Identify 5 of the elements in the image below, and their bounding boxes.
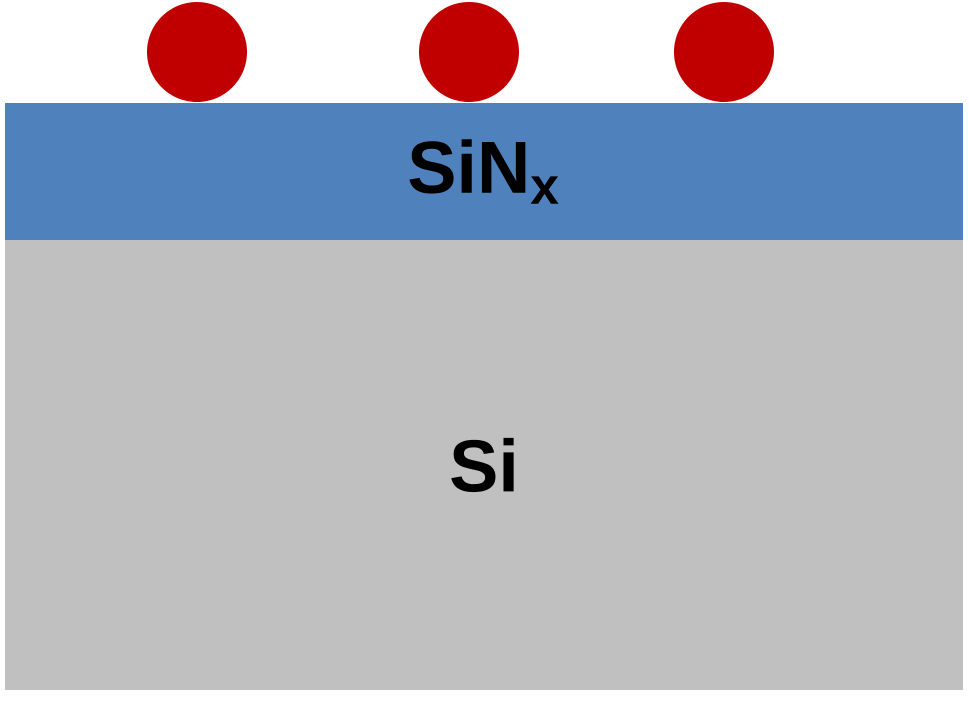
particle-circle	[419, 2, 519, 102]
particle-circle	[674, 2, 774, 102]
layer-band: SiN$_{x}$	[5, 103, 963, 240]
substrate-block: Si	[5, 240, 963, 690]
particle-circle	[147, 2, 247, 102]
